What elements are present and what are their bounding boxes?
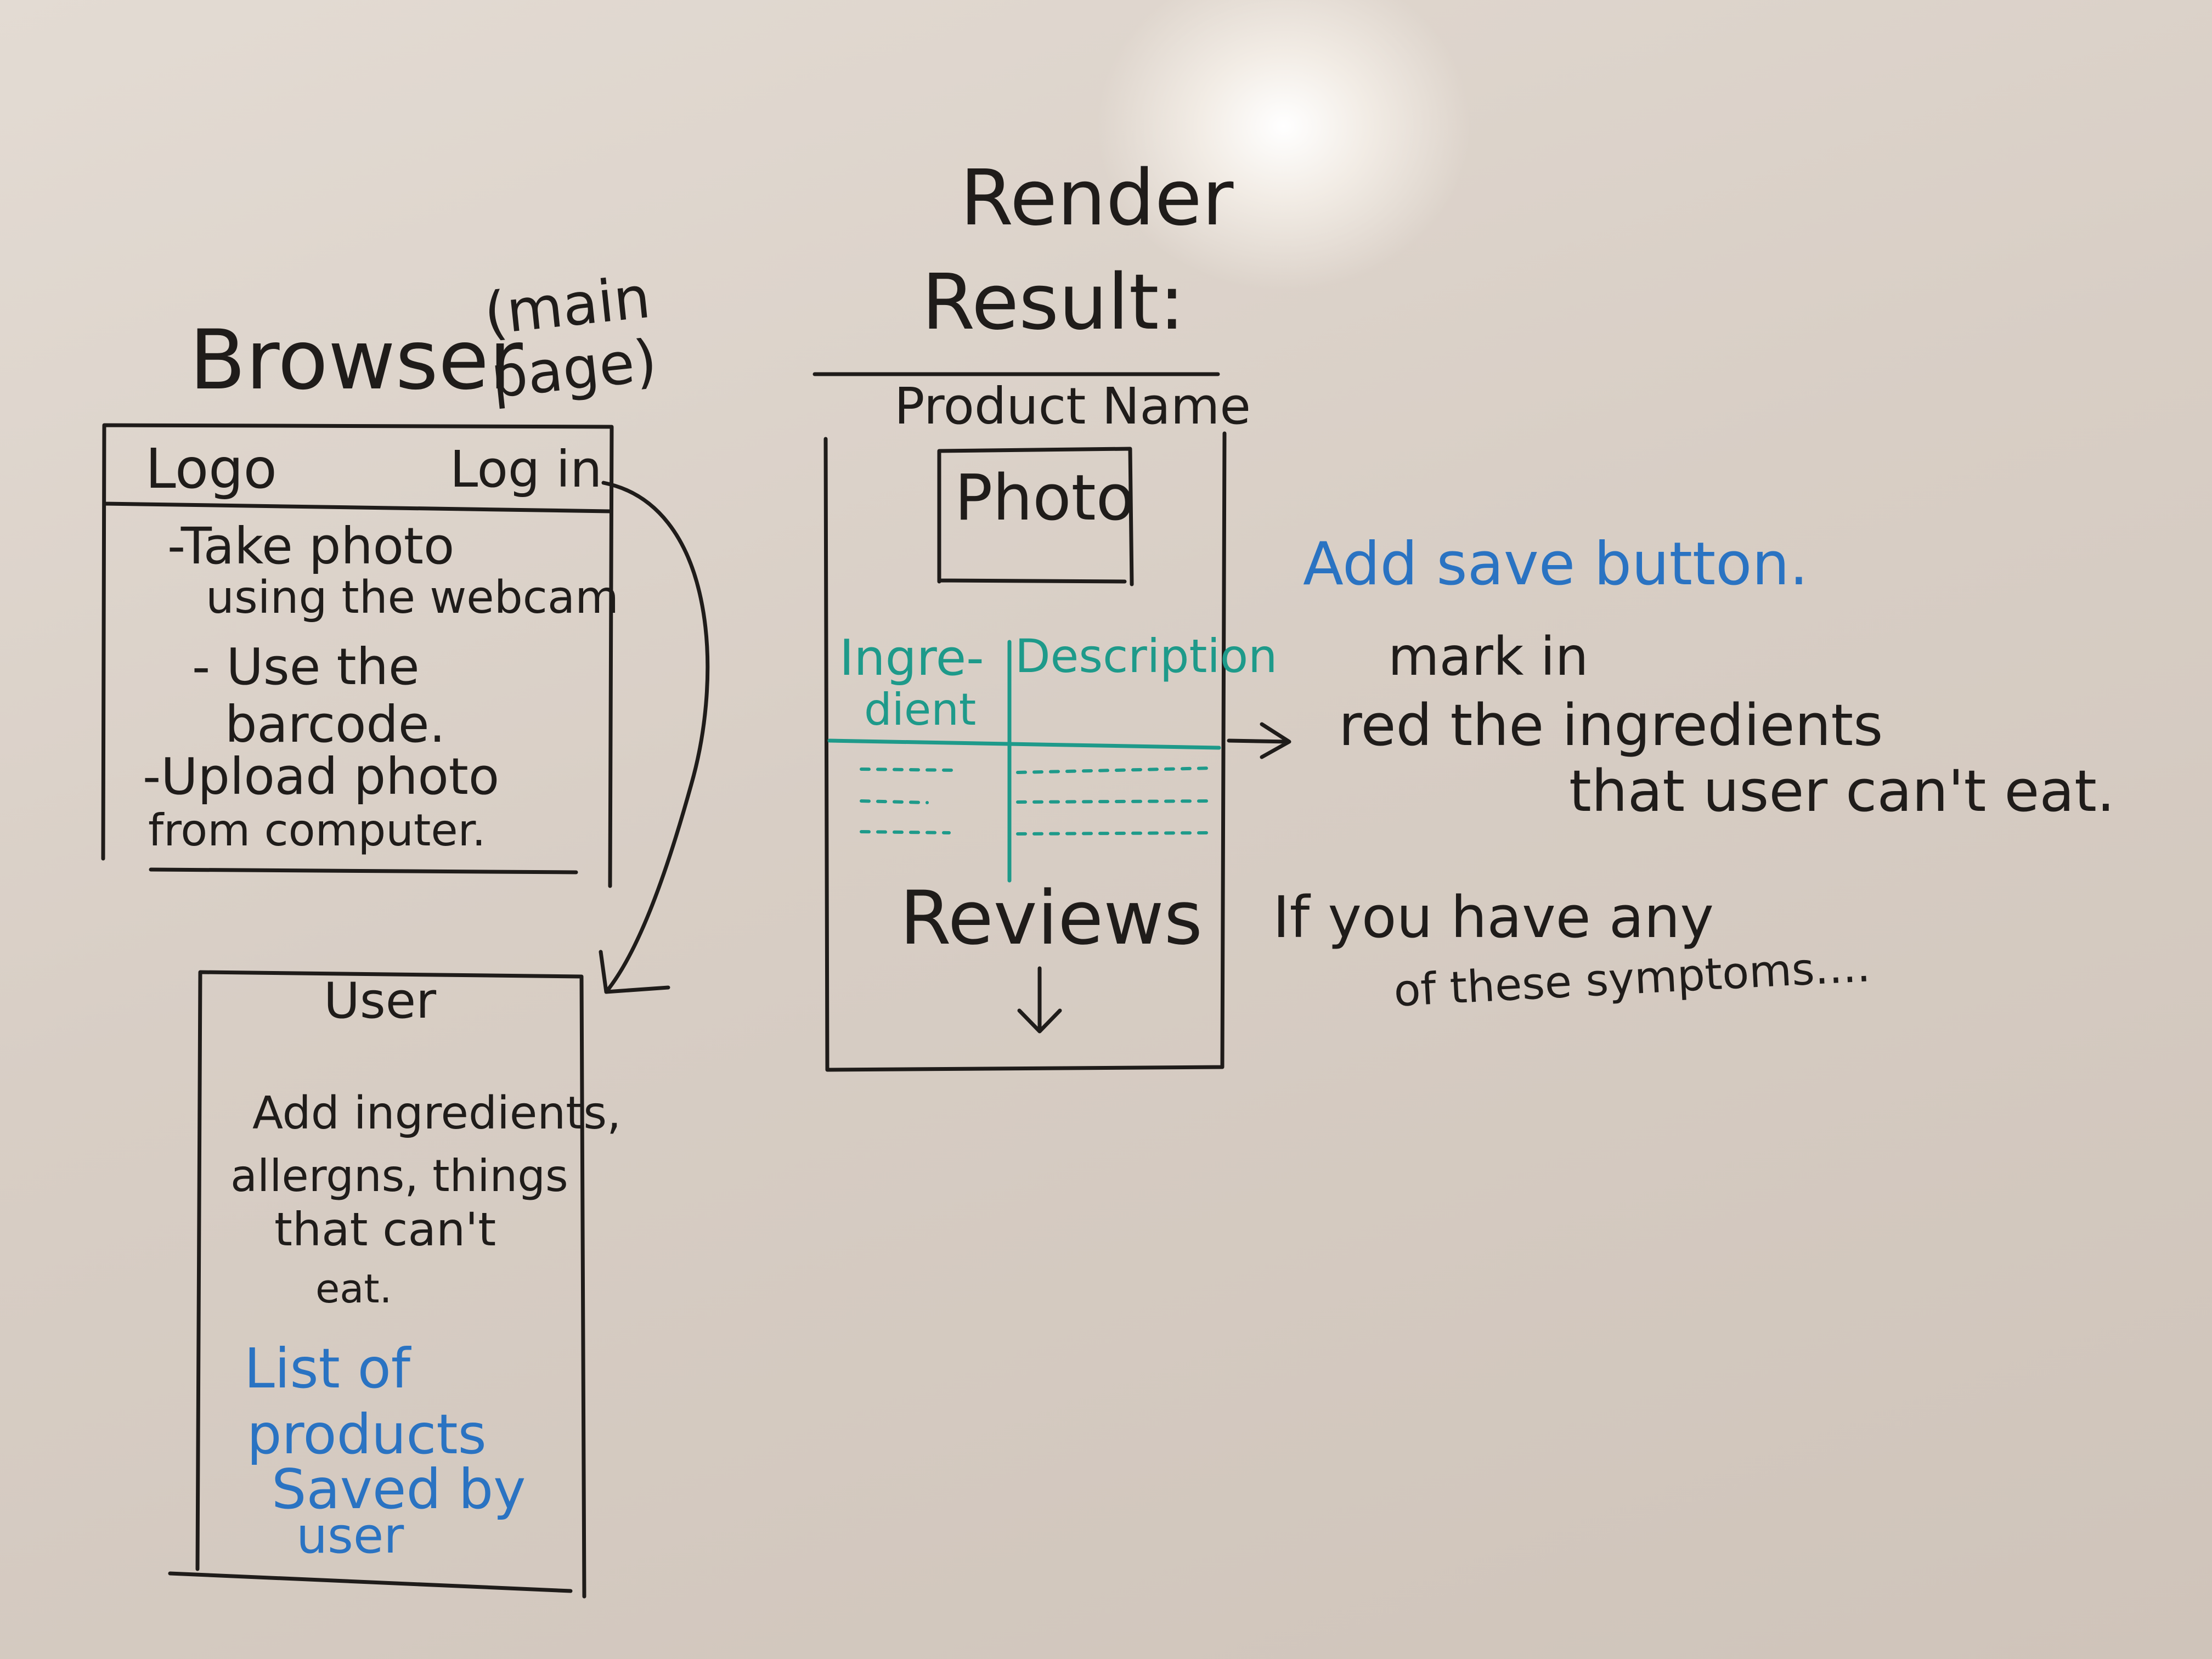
note-symptoms-1: If you have any (1273, 884, 1714, 951)
table-row-1 (860, 766, 1214, 774)
note-mark-red-1: mark in (1388, 626, 1589, 687)
saved-products-3: Saved by (272, 1457, 526, 1521)
user-instructions-3: that can't (274, 1203, 496, 1256)
user-instructions-2: allergns, things (230, 1150, 568, 1201)
login-to-user-arrow (601, 481, 710, 994)
saved-products-1: List of (244, 1336, 410, 1401)
note-mark-red-3: that user can't eat. (1569, 758, 2115, 825)
note-mark-red-2: red the ingredients (1339, 692, 1883, 759)
browser-box (101, 423, 614, 888)
table-row-3 (860, 830, 1211, 836)
browser-option-3[interactable]: -Upload photo (143, 747, 500, 806)
browser-option-1[interactable]: -Take photo (167, 517, 455, 575)
table-row-2 (860, 799, 1214, 804)
user-instructions-4: eat. (315, 1266, 392, 1312)
col-ingredient-line2: dient (864, 684, 977, 735)
browser-title: Browser (189, 313, 523, 408)
reviews-down-arrow (1017, 966, 1062, 1034)
saved-products-4: user (296, 1507, 404, 1565)
browser-title-note: (main page) (481, 263, 661, 411)
browser-option-2[interactable]: - Use the (192, 637, 420, 696)
note-save-button: Add save button. (1303, 530, 1809, 599)
login-arrowhead (599, 950, 670, 994)
col-ingredient-line1: Ingre- (839, 629, 984, 687)
browser-option-1-cont: using the webcam (206, 572, 619, 624)
browser-option-2-cont: barcode. (225, 695, 445, 754)
user-box (168, 970, 586, 1599)
mark-red-arrow (1227, 722, 1291, 759)
product-name: Product Name (894, 377, 1251, 436)
saved-products-2: products (247, 1402, 487, 1466)
render-title-line1: Render (960, 154, 1234, 243)
render-box (823, 431, 1227, 1072)
product-photo: Photo (955, 461, 1135, 535)
browser-option-3-cont: from computer. (148, 805, 486, 856)
render-title-line2: Result: (922, 258, 1185, 347)
photo-box (937, 447, 1134, 586)
col-description: Description (1015, 629, 1278, 683)
user-title: User (324, 972, 437, 1030)
user-instructions-1: Add ingredients, (252, 1087, 622, 1139)
ingredient-table-header-line (827, 738, 1221, 750)
logo-placeholder[interactable]: Logo (145, 437, 277, 501)
login-link[interactable]: Log in (450, 440, 602, 499)
reviews-section[interactable]: Reviews (900, 875, 1203, 961)
